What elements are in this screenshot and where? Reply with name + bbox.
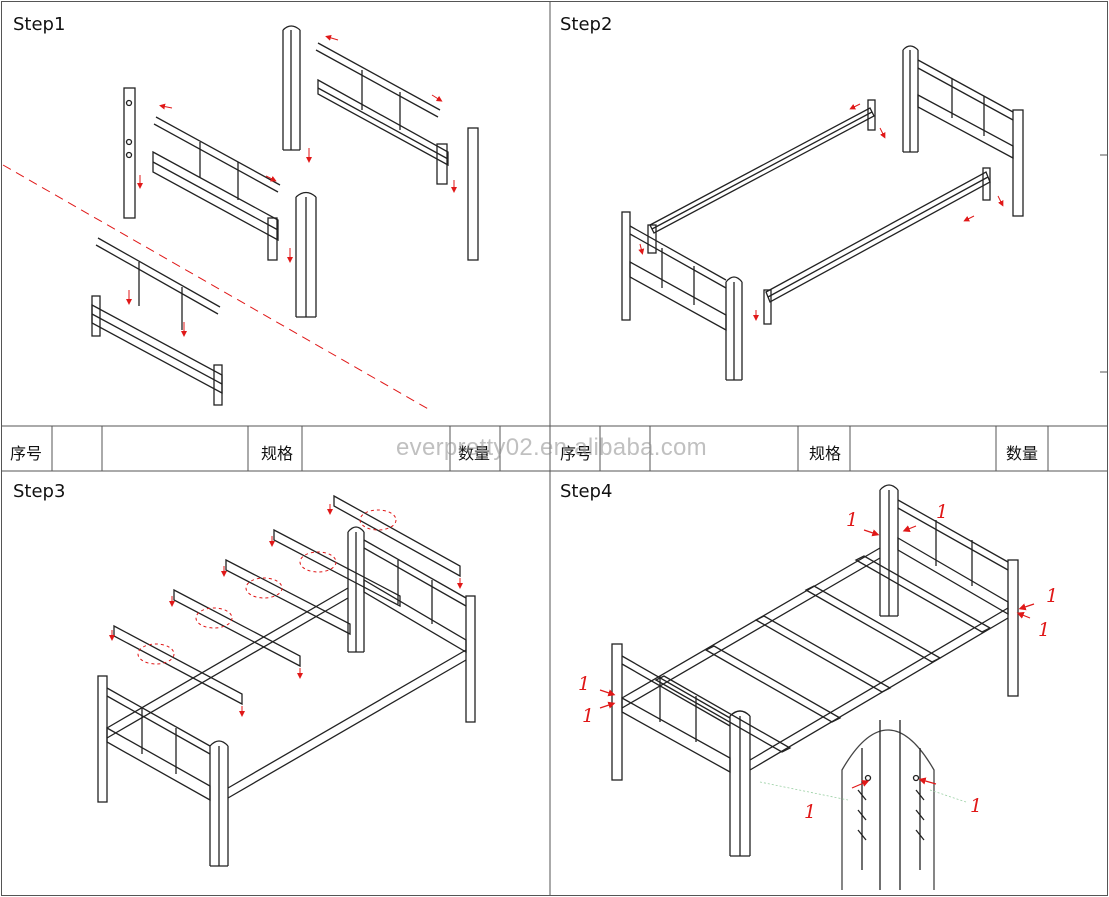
callout-label: 1 — [582, 705, 594, 727]
callout-label: 1 — [804, 801, 816, 823]
step3-label: Step3 — [13, 481, 66, 502]
step1-drawing — [2, 25, 479, 411]
step1-label: Step1 — [13, 14, 66, 35]
table-left-spec-header: 规格 — [261, 444, 294, 463]
callout-label: 1 — [1038, 619, 1050, 641]
table-left-qty-header: 数量 — [458, 444, 491, 463]
step2-label: Step2 — [560, 14, 613, 35]
step3-drawing — [97, 494, 476, 867]
step4-label: Step4 — [560, 481, 613, 502]
step4-drawing — [599, 484, 1035, 890]
table-left-index-header: 序号 — [10, 444, 43, 463]
callout-label: 1 — [578, 673, 590, 695]
callout-label: 1 — [846, 509, 858, 531]
callout-label: 1 — [1046, 585, 1058, 607]
step4-callouts: 1 1 1 1 1 1 1 1 — [578, 501, 1058, 823]
callout-label: 1 — [936, 501, 948, 523]
callout-label: 1 — [970, 795, 982, 817]
step2-drawing — [621, 45, 1024, 381]
table-right-qty-header: 数量 — [1006, 444, 1039, 463]
table-right-index-header: 序号 — [560, 444, 593, 463]
table-right-spec-header: 规格 — [809, 444, 842, 463]
watermark: everpretty02.en.alibaba.com — [396, 434, 707, 461]
